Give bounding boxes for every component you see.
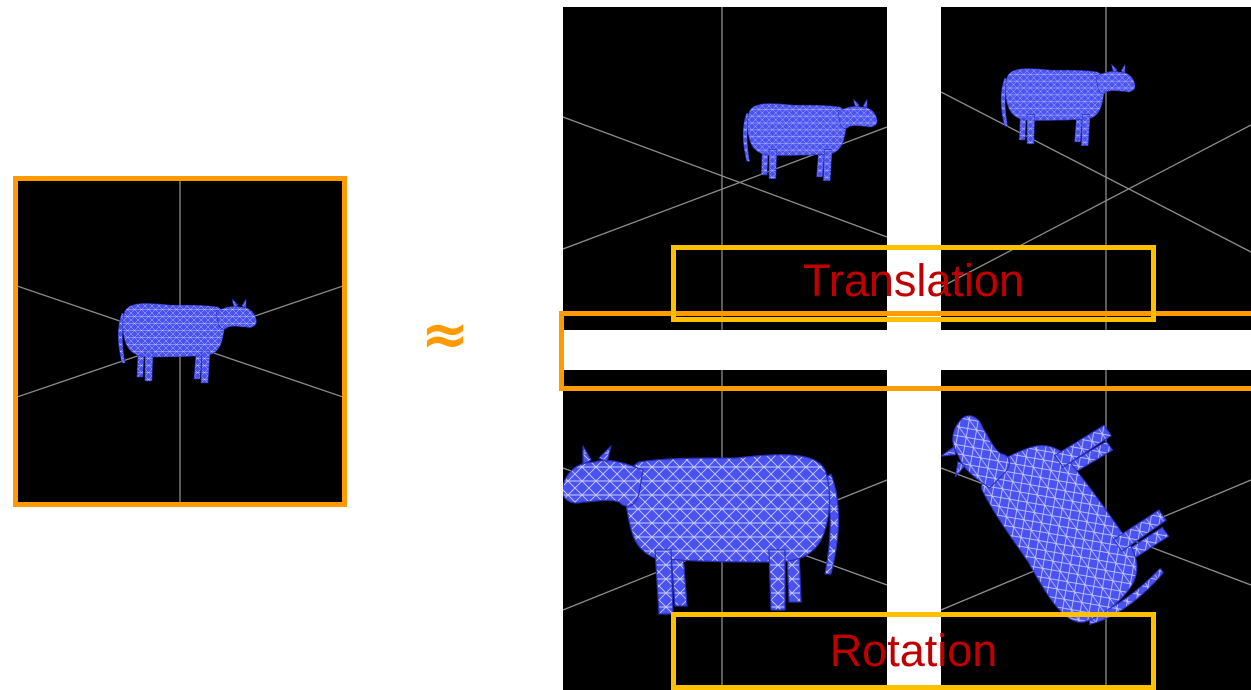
cow-mesh-icon bbox=[1000, 63, 1136, 147]
approximately-equal-symbol: ≈ bbox=[420, 300, 470, 368]
rotation-view-left bbox=[563, 370, 887, 690]
axis-lines bbox=[941, 7, 1251, 330]
translation-view-right bbox=[941, 7, 1251, 330]
translation-view-left bbox=[563, 7, 887, 330]
cow-mesh-icon bbox=[742, 98, 878, 182]
rotation-view-right bbox=[941, 370, 1251, 690]
cow-mesh-icon bbox=[117, 298, 257, 384]
cow-mesh-icon bbox=[563, 445, 840, 615]
original-view-panel bbox=[17, 180, 343, 503]
rotation-label: Rotation bbox=[829, 625, 998, 676]
cow-mesh-icon bbox=[941, 370, 1198, 646]
translation-label: Translation bbox=[803, 255, 1024, 306]
